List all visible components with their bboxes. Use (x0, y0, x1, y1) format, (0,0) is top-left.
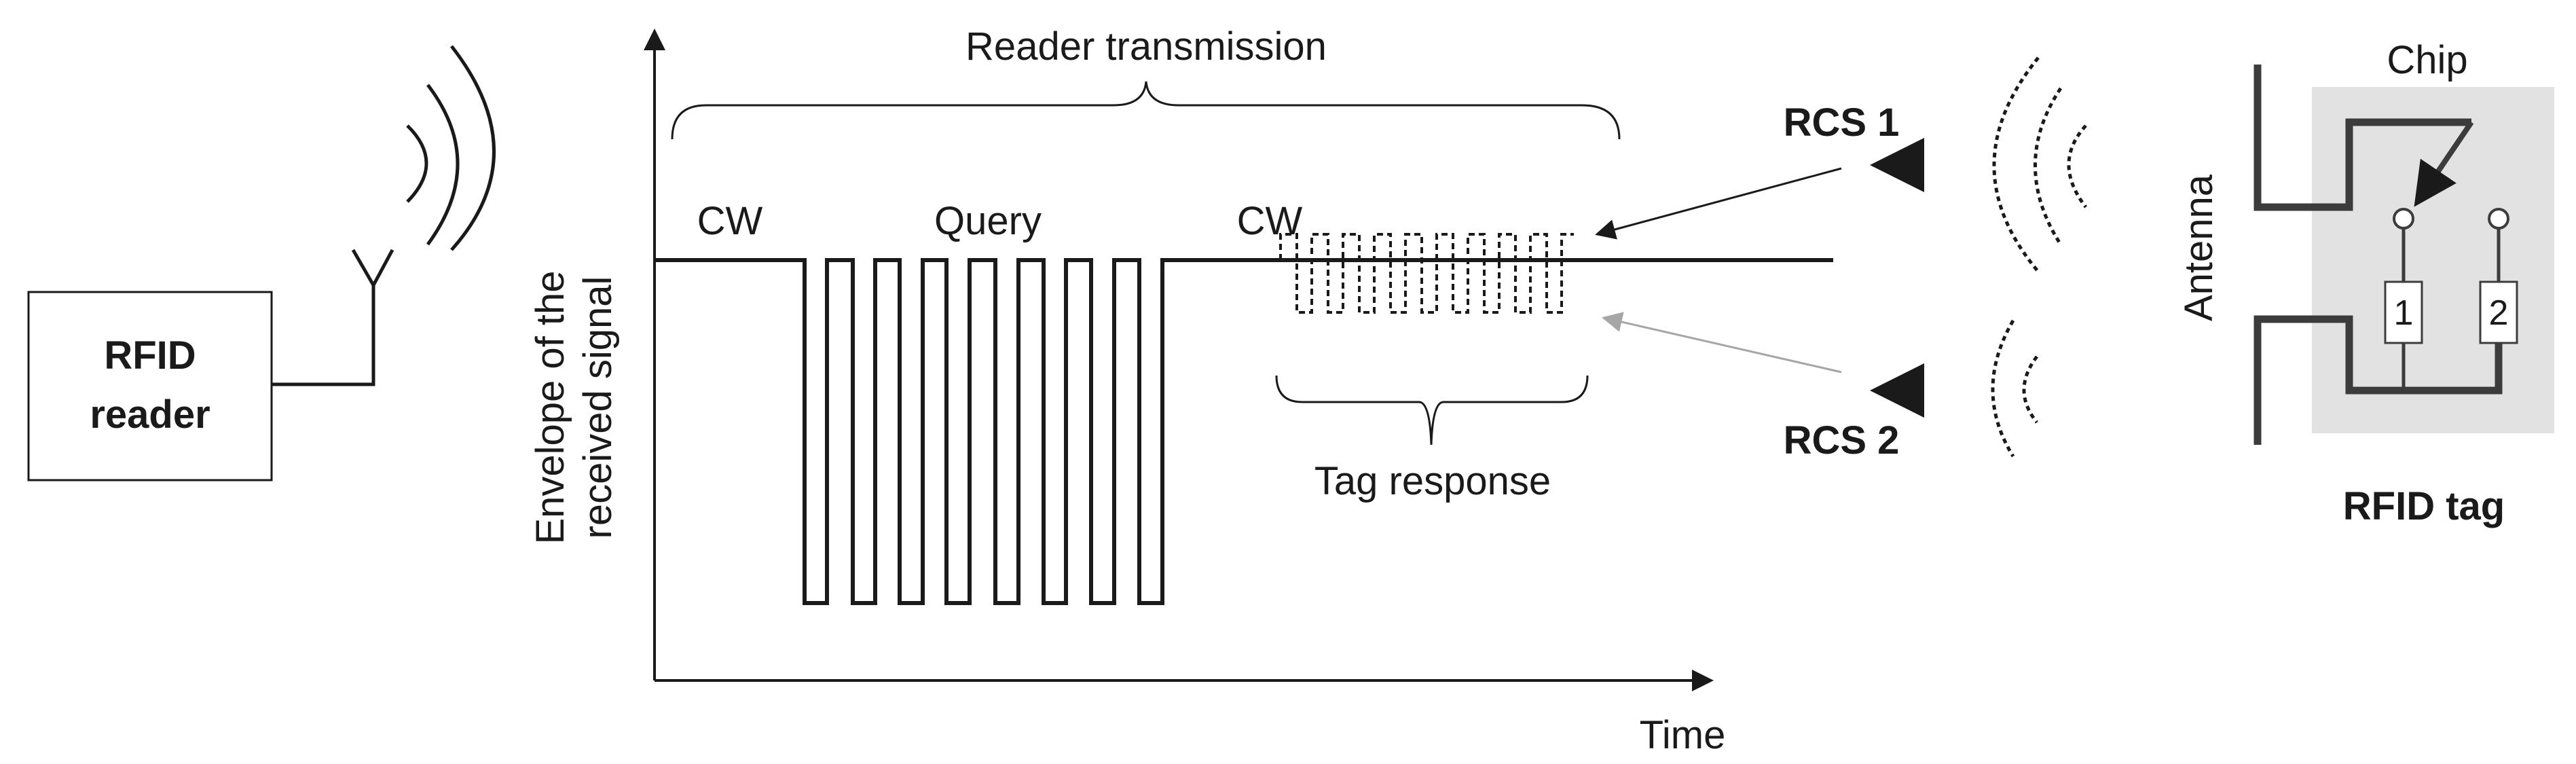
chip-ports: 1 2 (2384, 208, 2518, 390)
tag-response-label: Tag response (1314, 459, 1551, 503)
tag-antenna-icon (2253, 65, 2503, 445)
rfid-tag: Chip Antenna 1 2 RFID tag (2177, 38, 2554, 528)
port-2-label: 2 (2489, 293, 2509, 333)
chip-label: Chip (2387, 38, 2467, 82)
rfid-reader: RFID reader (27, 45, 496, 481)
rcs-section: RCS 1 RCS 2 (1595, 56, 2087, 462)
port-2-box (2479, 280, 2518, 344)
rcs2-scattered-waves-icon (1991, 319, 2038, 458)
y-axis-label-line1: Envelope of the (528, 270, 572, 544)
rfid-tag-title: RFID tag (2343, 484, 2505, 528)
cw-label-right: CW (1237, 199, 1303, 243)
reader-box (27, 291, 273, 481)
antenna-label: Antenna (2177, 174, 2221, 321)
rcs1-scattered-waves-icon (1992, 56, 2087, 273)
y-axis-label-line2: received signal (576, 276, 620, 539)
reader-antenna-icon (351, 249, 394, 287)
reader-signal-envelope (655, 258, 1833, 605)
reader-antenna-feed (272, 285, 375, 386)
port-1-box (2384, 280, 2423, 344)
reader-transmission-brace (671, 81, 1621, 140)
port-1-label: 1 (2394, 293, 2414, 333)
port-2-terminal (2488, 208, 2509, 230)
query-label: Query (934, 199, 1042, 243)
x-axis-label: Time (1640, 713, 1726, 757)
rcs1-label: RCS 1 (1784, 101, 1900, 145)
tag-response-brace (1275, 375, 1589, 445)
cw-label-left: CW (697, 199, 763, 243)
chip-pointer-arrow (2414, 120, 2474, 207)
reader-label-line1: RFID (104, 333, 196, 378)
rcs2-label: RCS 2 (1784, 418, 1900, 462)
reader-transmission-label: Reader transmission (965, 24, 1327, 69)
tag-response-signal (1279, 233, 1574, 314)
rcs2-pointer-arrow (1602, 312, 1842, 374)
port-1-terminal (2393, 208, 2414, 230)
rcs1-pointer-arrow (1595, 167, 1842, 240)
reader-label-line2: reader (90, 393, 210, 437)
radio-waves-icon (406, 45, 496, 251)
signal-plot: Envelope of the received signal Time Rea… (528, 24, 1833, 757)
